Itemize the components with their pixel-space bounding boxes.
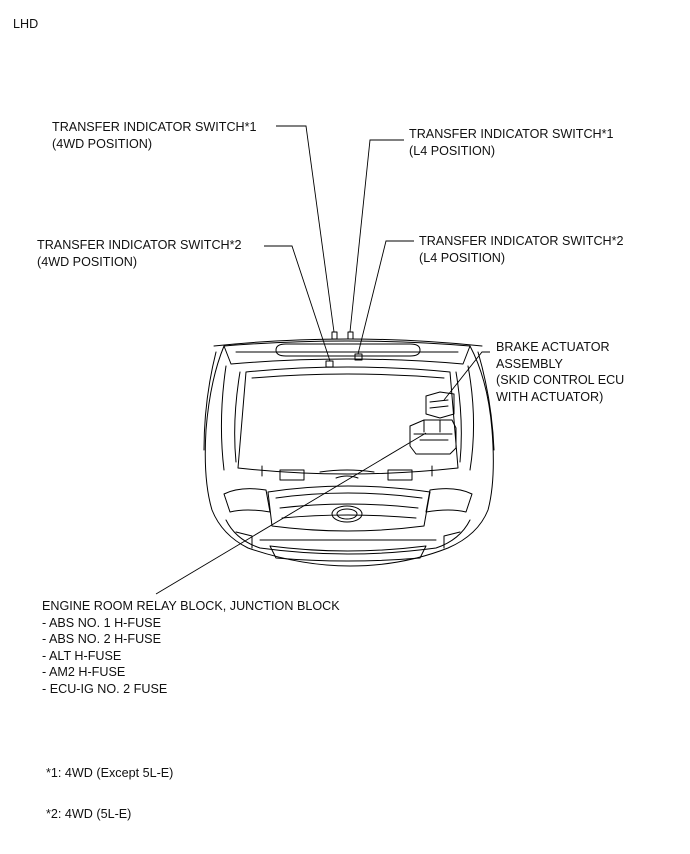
switch-2-4wd-marker — [325, 360, 334, 368]
relay-block-item: - AM2 H-FUSE — [42, 665, 126, 679]
callout-switch1-l4: TRANSFER INDICATOR SWITCH*1 (L4 POSITION… — [409, 126, 614, 159]
switch-1-l4-marker — [347, 331, 354, 340]
leader-relay-block — [155, 432, 427, 595]
switch-2-l4-marker — [354, 353, 363, 361]
callout-switch1-4wd: TRANSFER INDICATOR SWITCH*1 (4WD POSITIO… — [52, 119, 257, 152]
callout-line: BRAKE ACTUATOR — [496, 340, 610, 354]
callout-line: WITH ACTUATOR) — [496, 389, 604, 404]
leader-switch2-4wd — [264, 245, 331, 362]
brake-actuator-shape — [425, 391, 455, 419]
grille — [223, 485, 473, 532]
callout-line: (4WD POSITION) — [52, 136, 153, 151]
callout-line: TRANSFER INDICATOR SWITCH*1 — [409, 127, 614, 141]
relay-block-title: ENGINE ROOM RELAY BLOCK, JUNCTION BLOCK — [42, 599, 340, 613]
relay-block-item: - ABS NO. 2 H-FUSE — [42, 632, 161, 646]
body-outline — [203, 345, 495, 567]
callout-brake-actuator: BRAKE ACTUATOR ASSEMBLY (SKID CONTROL EC… — [496, 339, 624, 405]
relay-block-item: - ECU-IG NO. 2 FUSE — [42, 681, 168, 696]
callout-line: (L4 POSITION) — [419, 250, 506, 265]
callout-switch2-4wd: TRANSFER INDICATOR SWITCH*2 (4WD POSITIO… — [37, 237, 242, 270]
callout-line: (4WD POSITION) — [37, 254, 138, 269]
footnote-2: *2: 4WD (5L-E) — [46, 807, 132, 821]
leader-switch2-l4 — [357, 240, 414, 355]
leader-brake-actuator — [443, 351, 490, 401]
callout-line: TRANSFER INDICATOR SWITCH*1 — [52, 120, 257, 134]
relay-block-item: - ALT H-FUSE — [42, 648, 122, 663]
lhd-label: LHD — [13, 17, 39, 31]
open-hood — [213, 338, 483, 365]
callout-line: TRANSFER INDICATOR SWITCH*2 — [37, 238, 242, 252]
callout-line: (SKID CONTROL ECU — [496, 373, 625, 387]
callout-line: TRANSFER INDICATOR SWITCH*2 — [419, 234, 624, 248]
callout-line: (L4 POSITION) — [409, 143, 496, 158]
relay-block-shape — [409, 419, 457, 455]
switch-1-4wd-marker — [331, 331, 338, 340]
footnote-1: *1: 4WD (Except 5L-E) — [46, 766, 174, 780]
callout-line: ASSEMBLY — [496, 356, 563, 371]
relay-block-item: - ABS NO. 1 H-FUSE — [42, 615, 161, 630]
callout-relay-block: ENGINE ROOM RELAY BLOCK, JUNCTION BLOCK … — [42, 598, 340, 697]
leader-switch1-l4 — [349, 139, 404, 333]
callout-switch2-l4: TRANSFER INDICATOR SWITCH*2 (L4 POSITION… — [419, 233, 624, 266]
engine-bay — [237, 366, 459, 481]
leader-switch1-4wd — [276, 125, 335, 333]
bumper — [225, 519, 471, 562]
